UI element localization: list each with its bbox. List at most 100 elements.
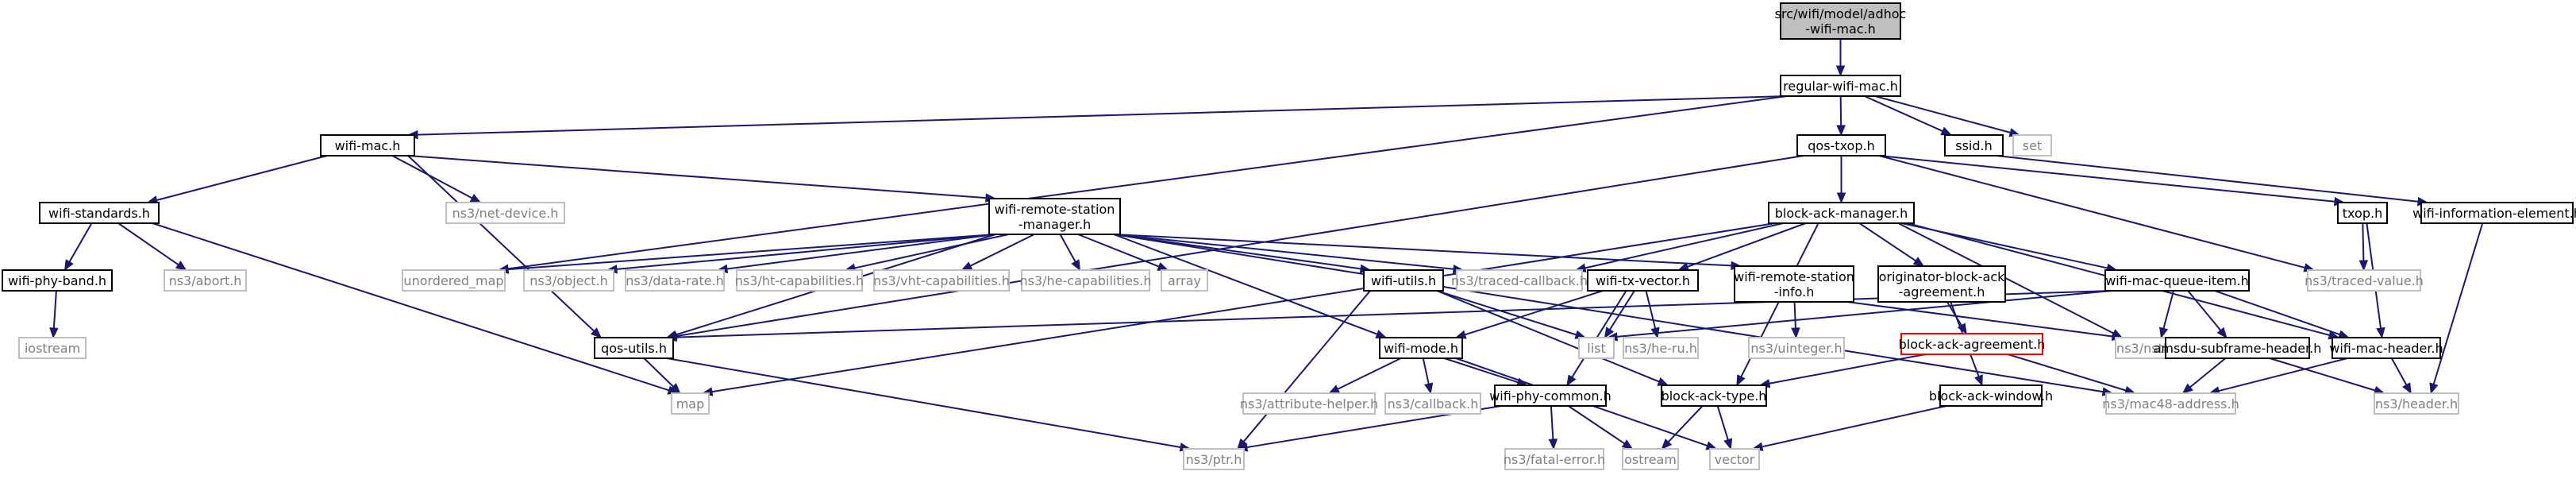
- edge-wifistd-to-map: [152, 222, 680, 395]
- edge-phycommon-to-ostream: [1568, 405, 1634, 450]
- edge-line: [1878, 155, 2305, 269]
- node-box: [18, 337, 87, 359]
- node-phycommon[interactable]: wifi-phy-common.h: [1489, 384, 1611, 407]
- node-box: [2307, 269, 2421, 292]
- edge-line: [1242, 290, 1371, 442]
- edge-line: [407, 155, 987, 199]
- edge-arrowhead: [1661, 438, 1673, 450]
- node-wifiutils[interactable]: wifi-utils.h: [1363, 269, 1444, 292]
- edge-line: [117, 222, 179, 266]
- edge-line: [52, 290, 57, 329]
- node-box: [320, 134, 415, 156]
- node-ssid[interactable]: ssid.h: [1944, 134, 2004, 156]
- node-box: [1900, 333, 2043, 355]
- node-label: ns3/vht-capabilities.h: [873, 273, 1010, 288]
- edge-line: [1769, 354, 1926, 384]
- node-label: wifi-mode.h: [1384, 341, 1458, 356]
- edge-line: [156, 155, 328, 201]
- node-box: [523, 269, 614, 292]
- edge-line: [1996, 155, 2419, 203]
- node-label: ns3/ht-capabilities.h: [735, 273, 864, 288]
- node-label: wifi-remote-station: [1734, 269, 1854, 284]
- node-label: wifi-mac-queue-item.h: [2105, 273, 2249, 288]
- edge-arrowhead: [961, 261, 973, 271]
- node-box: [1748, 337, 1845, 359]
- edge-line: [969, 234, 1035, 267]
- node-bam[interactable]: block-ack-manager.h: [1768, 202, 1915, 224]
- node-batype[interactable]: block-ack-type.h: [1661, 384, 1767, 407]
- node-label: src/wifi/model/adhoc: [1775, 6, 1907, 21]
- node-box: [1780, 2, 1901, 40]
- node-box: [736, 269, 863, 292]
- node-label: block-ack-agreement.h: [1899, 337, 2046, 352]
- node-label: unordered_map: [403, 273, 503, 289]
- node-object: ns3/object.h: [523, 269, 614, 292]
- node-label: originator-block-ack: [1879, 269, 2006, 284]
- node-adhoc[interactable]: src/wifi/model/adhoc-wifi-mac.h: [1775, 2, 1907, 40]
- node-box: [1183, 448, 1245, 470]
- node-vhtcap: ns3/vht-capabilities.h: [873, 269, 1010, 292]
- edge-line: [1568, 405, 1625, 445]
- edge-regular-to-wifimac: [406, 95, 1788, 140]
- node-wrsm[interactable]: wifi-remote-station-manager.h: [988, 198, 1121, 235]
- node-header: ns3/header.h: [2374, 392, 2459, 415]
- node-qostxop[interactable]: qos-txop.h: [1796, 134, 1886, 156]
- node-baa[interactable]: block-ack-agreement.h: [1899, 333, 2046, 355]
- node-wifimac[interactable]: wifi-mac.h: [320, 134, 415, 156]
- node-label: iostream: [25, 341, 80, 356]
- node-fatal: ns3/fatal-error.h: [1504, 448, 1605, 470]
- node-box: [1494, 384, 1607, 407]
- edge-arrowhead: [2181, 383, 2193, 394]
- node-qosutils[interactable]: qos-utils.h: [594, 337, 674, 359]
- node-box: [873, 269, 1010, 292]
- edge-baw-to-vector: [1751, 405, 1947, 451]
- edge-arrowhead: [2376, 327, 2385, 339]
- edge-arrowhead: [1424, 382, 1434, 395]
- node-label: wifi-mac.h: [335, 138, 401, 153]
- node-baw[interactable]: block-ack-window.h: [1929, 384, 2053, 407]
- edge-line: [507, 234, 996, 271]
- node-wifimode[interactable]: wifi-mode.h: [1379, 337, 1463, 359]
- node-label: block-ack-type.h: [1662, 388, 1767, 404]
- edge-line: [1077, 234, 1160, 268]
- edge-phyband-to-iostream: [49, 290, 59, 339]
- edge-line: [1846, 301, 2113, 338]
- node-txop[interactable]: txop.h: [2337, 202, 2388, 224]
- edge-arrowhead: [1836, 125, 1846, 137]
- edge-bam-to-oba: [1858, 222, 1925, 267]
- node-label: ns3/header.h: [2375, 396, 2458, 412]
- node-array: array: [1161, 269, 1208, 292]
- node-box: [1768, 202, 1915, 224]
- edge-wrsm-to-hecap: [1059, 234, 1081, 272]
- edge-line: [2390, 357, 2408, 385]
- node-wie[interactable]: wifi-information-element.h: [2412, 202, 2576, 224]
- node-mqi[interactable]: wifi-mac-queue-item.h: [2104, 269, 2250, 292]
- node-label: ns3/attribute-helper.h: [1240, 396, 1378, 412]
- node-oba[interactable]: originator-block-ack-agreement.h: [1877, 265, 2006, 303]
- edge-bam-to-batype: [1736, 222, 1819, 387]
- node-wifistd[interactable]: wifi-standards.h: [39, 202, 160, 224]
- edge-wifistd-to-phyband: [64, 222, 93, 272]
- node-wrsinfo[interactable]: wifi-remote-station-info.h: [1734, 265, 1854, 303]
- node-regular[interactable]: regular-wifi-mac.h: [1780, 75, 1901, 97]
- node-machdr[interactable]: wifi-mac-header.h: [2329, 337, 2443, 359]
- node-label: ns3/mac48-address.h: [2102, 396, 2239, 412]
- edge-line: [417, 95, 1788, 136]
- edge-line: [2269, 357, 2376, 392]
- node-box: [1734, 265, 1854, 303]
- node-txvector[interactable]: wifi-tx-vector.h: [1587, 269, 1699, 292]
- edge-phycommon-to-fatal: [1548, 405, 1558, 450]
- node-box: [1877, 265, 2006, 303]
- edge-regular-to-umap: [497, 95, 1788, 274]
- edge-line: [1113, 234, 1361, 270]
- node-label: ns3/object.h: [529, 273, 608, 288]
- node-box: [2331, 337, 2441, 359]
- node-amsdu[interactable]: amsdu-subframe-header.h: [2154, 337, 2322, 359]
- node-phyband[interactable]: wifi-phy-band.h: [2, 269, 113, 292]
- node-box: [1623, 337, 1699, 359]
- edge-line: [2007, 354, 2127, 392]
- edge-line: [1465, 290, 1604, 336]
- node-box: [402, 269, 506, 292]
- edge-line: [1584, 222, 1784, 269]
- node-label: ns3/abort.h: [169, 273, 242, 288]
